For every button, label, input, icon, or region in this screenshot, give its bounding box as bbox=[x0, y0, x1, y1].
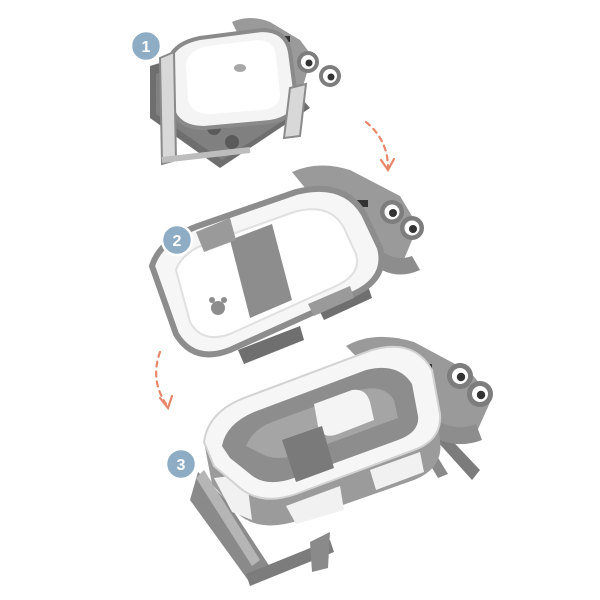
step-arrow-1-to-2 bbox=[364, 120, 390, 170]
arrow-head-2 bbox=[158, 394, 174, 411]
step-number-3: 3 bbox=[177, 457, 186, 474]
step-badge-3 bbox=[164, 447, 198, 481]
step-arrow-2-to-3 bbox=[155, 350, 168, 406]
step-number-2: 2 bbox=[173, 233, 182, 250]
drain-plug bbox=[234, 64, 246, 72]
step-badge-2 bbox=[160, 223, 194, 257]
arrow-head-1 bbox=[379, 157, 396, 173]
bear-sticker bbox=[209, 297, 227, 315]
folded-tub bbox=[150, 18, 341, 168]
step-number-1: 1 bbox=[142, 39, 151, 56]
flat-tub bbox=[148, 165, 424, 364]
expanded-tub bbox=[190, 336, 493, 586]
step-badge-1 bbox=[129, 29, 163, 63]
